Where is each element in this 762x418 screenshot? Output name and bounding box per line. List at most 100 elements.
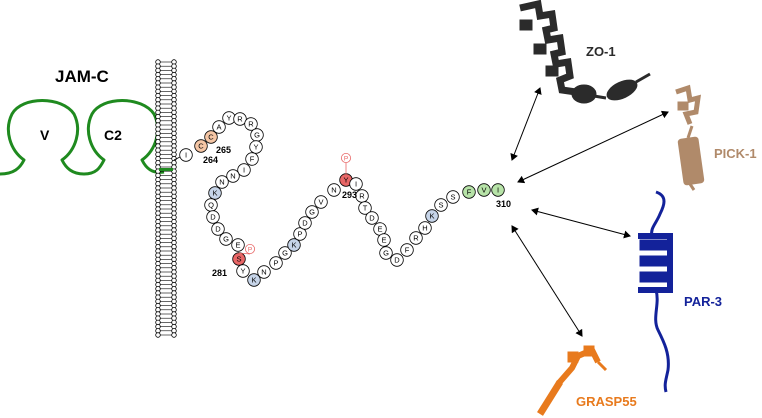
residue-7: R — [244, 117, 258, 131]
residue-letter: P — [297, 230, 302, 239]
residue-24: P — [269, 256, 283, 270]
residue-letter: N — [230, 172, 235, 181]
residue-circle — [208, 186, 222, 200]
residue-letter: E — [235, 241, 240, 250]
lipid-head — [155, 332, 161, 338]
residue-letter: Y — [226, 114, 231, 123]
residue-letter: R — [237, 115, 243, 124]
par3-protein-glyph — [638, 190, 673, 393]
position-label-265: 265 — [216, 145, 231, 155]
transmembrane-segment — [159, 168, 173, 171]
residue-circle — [446, 190, 460, 204]
residue-circle — [194, 139, 208, 153]
residue-circle — [379, 246, 393, 260]
residue-48: V — [477, 183, 491, 197]
residue-30: V — [314, 195, 328, 209]
residue-22: K — [247, 273, 261, 287]
residue-circle — [358, 201, 372, 215]
residue-11: I — [237, 163, 251, 177]
residue-circle — [226, 169, 240, 183]
residue-13: N — [215, 175, 229, 189]
residue-letter: Y — [343, 176, 348, 185]
residue-21: Y — [236, 264, 250, 278]
residue-letter: K — [251, 276, 256, 285]
zo1-protein-glyph — [519, 0, 651, 104]
residue-9: Y — [249, 140, 263, 154]
residue-19: E — [231, 238, 245, 252]
position-label-293: 293 — [342, 190, 357, 200]
residue-1: I — [179, 148, 193, 162]
residue-circle — [211, 222, 225, 236]
residue-letter: K — [291, 241, 296, 250]
residue-35: T — [358, 201, 372, 215]
pick1-label: PICK-1 — [714, 146, 757, 161]
residue-23: N — [257, 265, 271, 279]
residue-14: K — [208, 186, 222, 200]
residue-letter: N — [261, 268, 266, 277]
residue-letter: Y — [253, 143, 258, 152]
pick1-protein-glyph — [675, 84, 705, 191]
residue-circle — [287, 238, 301, 252]
residue-letter: C — [208, 133, 214, 142]
arrow-grasp55 — [511, 225, 583, 337]
jamc-title: JAM-C — [55, 67, 109, 86]
residue-letter: F — [405, 246, 410, 255]
lipid-bilayer — [155, 59, 177, 338]
residue-letter: R — [359, 192, 365, 201]
residue-circle — [219, 232, 233, 246]
residue-45: S — [434, 198, 448, 212]
arrow-pick1 — [517, 110, 669, 184]
residue-circle — [477, 183, 491, 197]
residue-circle — [349, 177, 363, 191]
phospho-symbol: P — [248, 247, 252, 254]
residue-letter: Q — [208, 201, 214, 210]
residue-circle — [298, 216, 312, 230]
residue-8: G — [250, 128, 264, 142]
residue-29: G — [305, 205, 319, 219]
residue-circle — [425, 209, 439, 223]
residue-letter: D — [394, 256, 400, 265]
residue-circle — [327, 183, 341, 197]
tail-connector — [173, 156, 181, 161]
residue-letter: I — [243, 166, 245, 175]
residue-circle — [206, 210, 220, 224]
residue-letter: D — [215, 225, 221, 234]
residue-circle — [179, 148, 193, 162]
residue-circle — [409, 231, 423, 245]
residue-circle — [204, 130, 218, 144]
residue-41: F — [400, 243, 414, 257]
residue-circle — [249, 140, 263, 154]
residue-letter: G — [282, 249, 288, 258]
phospho-marker: P — [238, 243, 255, 255]
residue-12: N — [226, 169, 240, 183]
residue-circle — [269, 256, 283, 270]
residue-circle — [390, 253, 404, 267]
phospho-circle — [244, 243, 255, 254]
position-label-310: 310 — [496, 199, 511, 209]
phospho-circle — [340, 152, 351, 163]
par3-label: PAR-3 — [684, 294, 722, 309]
residue-circle — [278, 246, 292, 260]
residue-49: I — [491, 183, 505, 197]
residue-letter: V — [481, 186, 486, 195]
residue-38: E — [377, 233, 391, 247]
arrow-par3 — [531, 207, 631, 239]
residue-letter: C — [198, 142, 204, 151]
residue-circle — [215, 175, 229, 189]
residue-44: K — [425, 209, 439, 223]
residue-letter: K — [429, 212, 434, 221]
residue-28: D — [298, 216, 312, 230]
residue-26: K — [287, 238, 301, 252]
residue-letter: R — [248, 120, 254, 129]
residue-letter: S — [450, 193, 455, 202]
grasp55-protein-glyph — [537, 345, 608, 416]
residue-letter: D — [210, 213, 216, 222]
residue-circle — [434, 198, 448, 212]
residue-circle — [365, 211, 379, 225]
residue-letter: I — [497, 186, 499, 195]
residue-letter: V — [318, 198, 323, 207]
residue-letter: K — [212, 189, 217, 198]
residue-circle — [245, 152, 259, 166]
